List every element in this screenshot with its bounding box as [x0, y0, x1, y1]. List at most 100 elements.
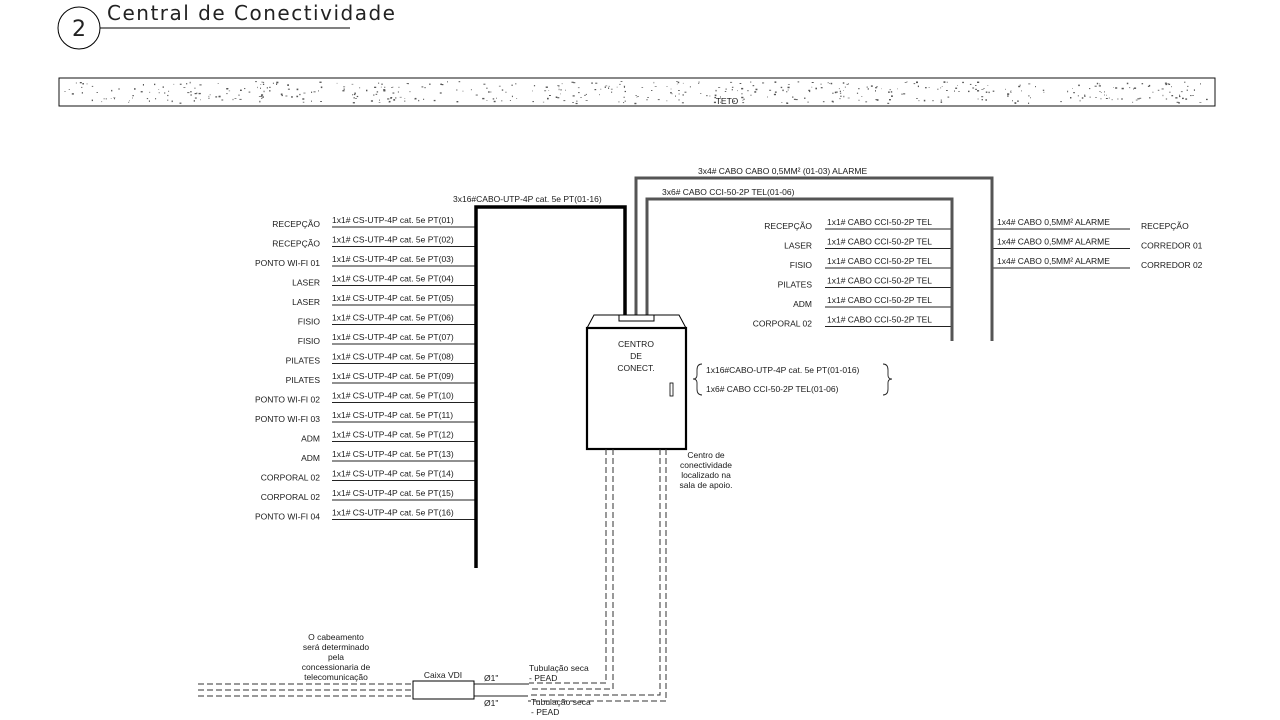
hatch-speck [916, 81, 918, 83]
hatch-speck [544, 90, 547, 92]
utp-point-label: PILATES [286, 375, 321, 385]
hatch-speck [750, 81, 752, 83]
hatch-speck [173, 83, 175, 85]
hatch-speck [1077, 95, 1079, 97]
hatch-speck [890, 91, 893, 93]
hatch-speck [787, 89, 789, 91]
hatch-speck [511, 95, 513, 98]
hatch-speck [414, 97, 417, 100]
hatch-speck [840, 95, 842, 97]
utp-trunk-label: 3x16#CABO-UTP-4P cat. 5e PT(01-16) [453, 194, 602, 204]
hatch-speck [276, 81, 279, 84]
hatch-speck [260, 95, 263, 97]
hatch-speck [774, 91, 777, 93]
hatch-speck [509, 100, 511, 101]
hatch-speck [605, 85, 608, 87]
hatch-speck [1185, 98, 1188, 100]
hatch-speck [1135, 99, 1138, 101]
hatch-speck [797, 81, 800, 83]
tel-point-label: ADM [793, 299, 812, 309]
hatch-speck [1184, 81, 1186, 83]
hatch-speck [889, 99, 891, 101]
hatch-speck [1079, 99, 1081, 102]
ceiling-strip: TETO [58, 77, 1216, 107]
hatch-speck [1190, 95, 1192, 97]
hatch-speck [91, 99, 93, 102]
conduit-1-outer [529, 449, 607, 684]
hatch-speck [675, 95, 676, 97]
hatch-speck [1098, 85, 1101, 87]
hatch-speck [832, 92, 834, 94]
hatch-speck [969, 83, 972, 85]
hatch-speck [742, 99, 744, 101]
hatch-speck [353, 97, 355, 99]
hatch-speck [1095, 97, 1097, 98]
hatch-speck [388, 100, 391, 103]
hatch-speck [140, 91, 143, 93]
hatch-speck [804, 97, 806, 99]
hatch-speck [682, 82, 684, 84]
hatch-speck [940, 101, 943, 103]
cabinet-note-line2: conectividade [680, 460, 732, 470]
hatch-speck [219, 95, 221, 98]
hatch-speck [903, 93, 906, 95]
hatch-speck [780, 86, 783, 89]
hatch-speck [158, 89, 160, 90]
hatch-speck [352, 102, 355, 104]
utp-point-label: RECEPÇÃO [272, 219, 320, 229]
hatch-speck [392, 92, 395, 94]
hatch-speck [493, 100, 496, 103]
hatch-speck [624, 100, 626, 102]
hatch-speck [71, 93, 74, 95]
tel-point-label: RECEPÇÃO [764, 221, 812, 231]
hatch-speck [928, 87, 930, 88]
hatch-speck [901, 93, 903, 95]
hatch-speck [560, 89, 562, 91]
hatch-speck [532, 101, 534, 103]
hatch-speck [194, 93, 197, 95]
hatch-speck [392, 86, 394, 88]
hatch-speck [830, 82, 833, 85]
cabinet-handle [669, 382, 674, 397]
hatch-speck [1167, 83, 1169, 85]
hatch-speck [391, 87, 393, 88]
hatch-speck [194, 87, 196, 89]
conduit-1-label-line2: - PEAD [529, 673, 557, 683]
tel-cable-label: 1x1# CABO CCI-50-2P TEL [827, 276, 932, 286]
tel-point-label: PILATES [778, 280, 813, 290]
hatch-speck [1012, 100, 1013, 102]
hatch-speck [532, 90, 533, 92]
hatch-speck [925, 87, 927, 89]
hatch-speck [190, 94, 192, 96]
hatch-speck [815, 87, 817, 90]
hatch-speck [547, 97, 549, 100]
hatch-speck [572, 95, 575, 97]
hatch-speck [867, 88, 869, 90]
hatch-speck [752, 85, 755, 87]
hatch-speck [916, 98, 918, 99]
hatch-speck [489, 91, 492, 93]
hatch-speck [762, 82, 765, 84]
hatch-speck [1147, 85, 1150, 87]
hatch-speck [542, 101, 545, 103]
hatch-speck [1121, 98, 1123, 100]
hatch-speck [272, 82, 274, 84]
utp-cable-label: 1x1# CS-UTP-4P cat. 5e PT(15) [332, 488, 454, 498]
hatch-speck [311, 100, 312, 102]
hatch-speck [858, 99, 860, 101]
hatch-speck [179, 83, 182, 85]
hatch-speck [429, 83, 431, 85]
hatch-speck [407, 83, 409, 85]
hatch-speck [208, 97, 210, 99]
hatch-speck [977, 81, 980, 83]
hatch-speck [167, 99, 169, 101]
hatch-speck [418, 99, 420, 102]
hatch-speck [1067, 90, 1069, 93]
hatch-speck [383, 89, 386, 91]
hatch-speck [820, 83, 822, 85]
hatch-speck [496, 97, 497, 99]
hatch-speck [623, 96, 625, 98]
hatch-speck [190, 91, 192, 93]
